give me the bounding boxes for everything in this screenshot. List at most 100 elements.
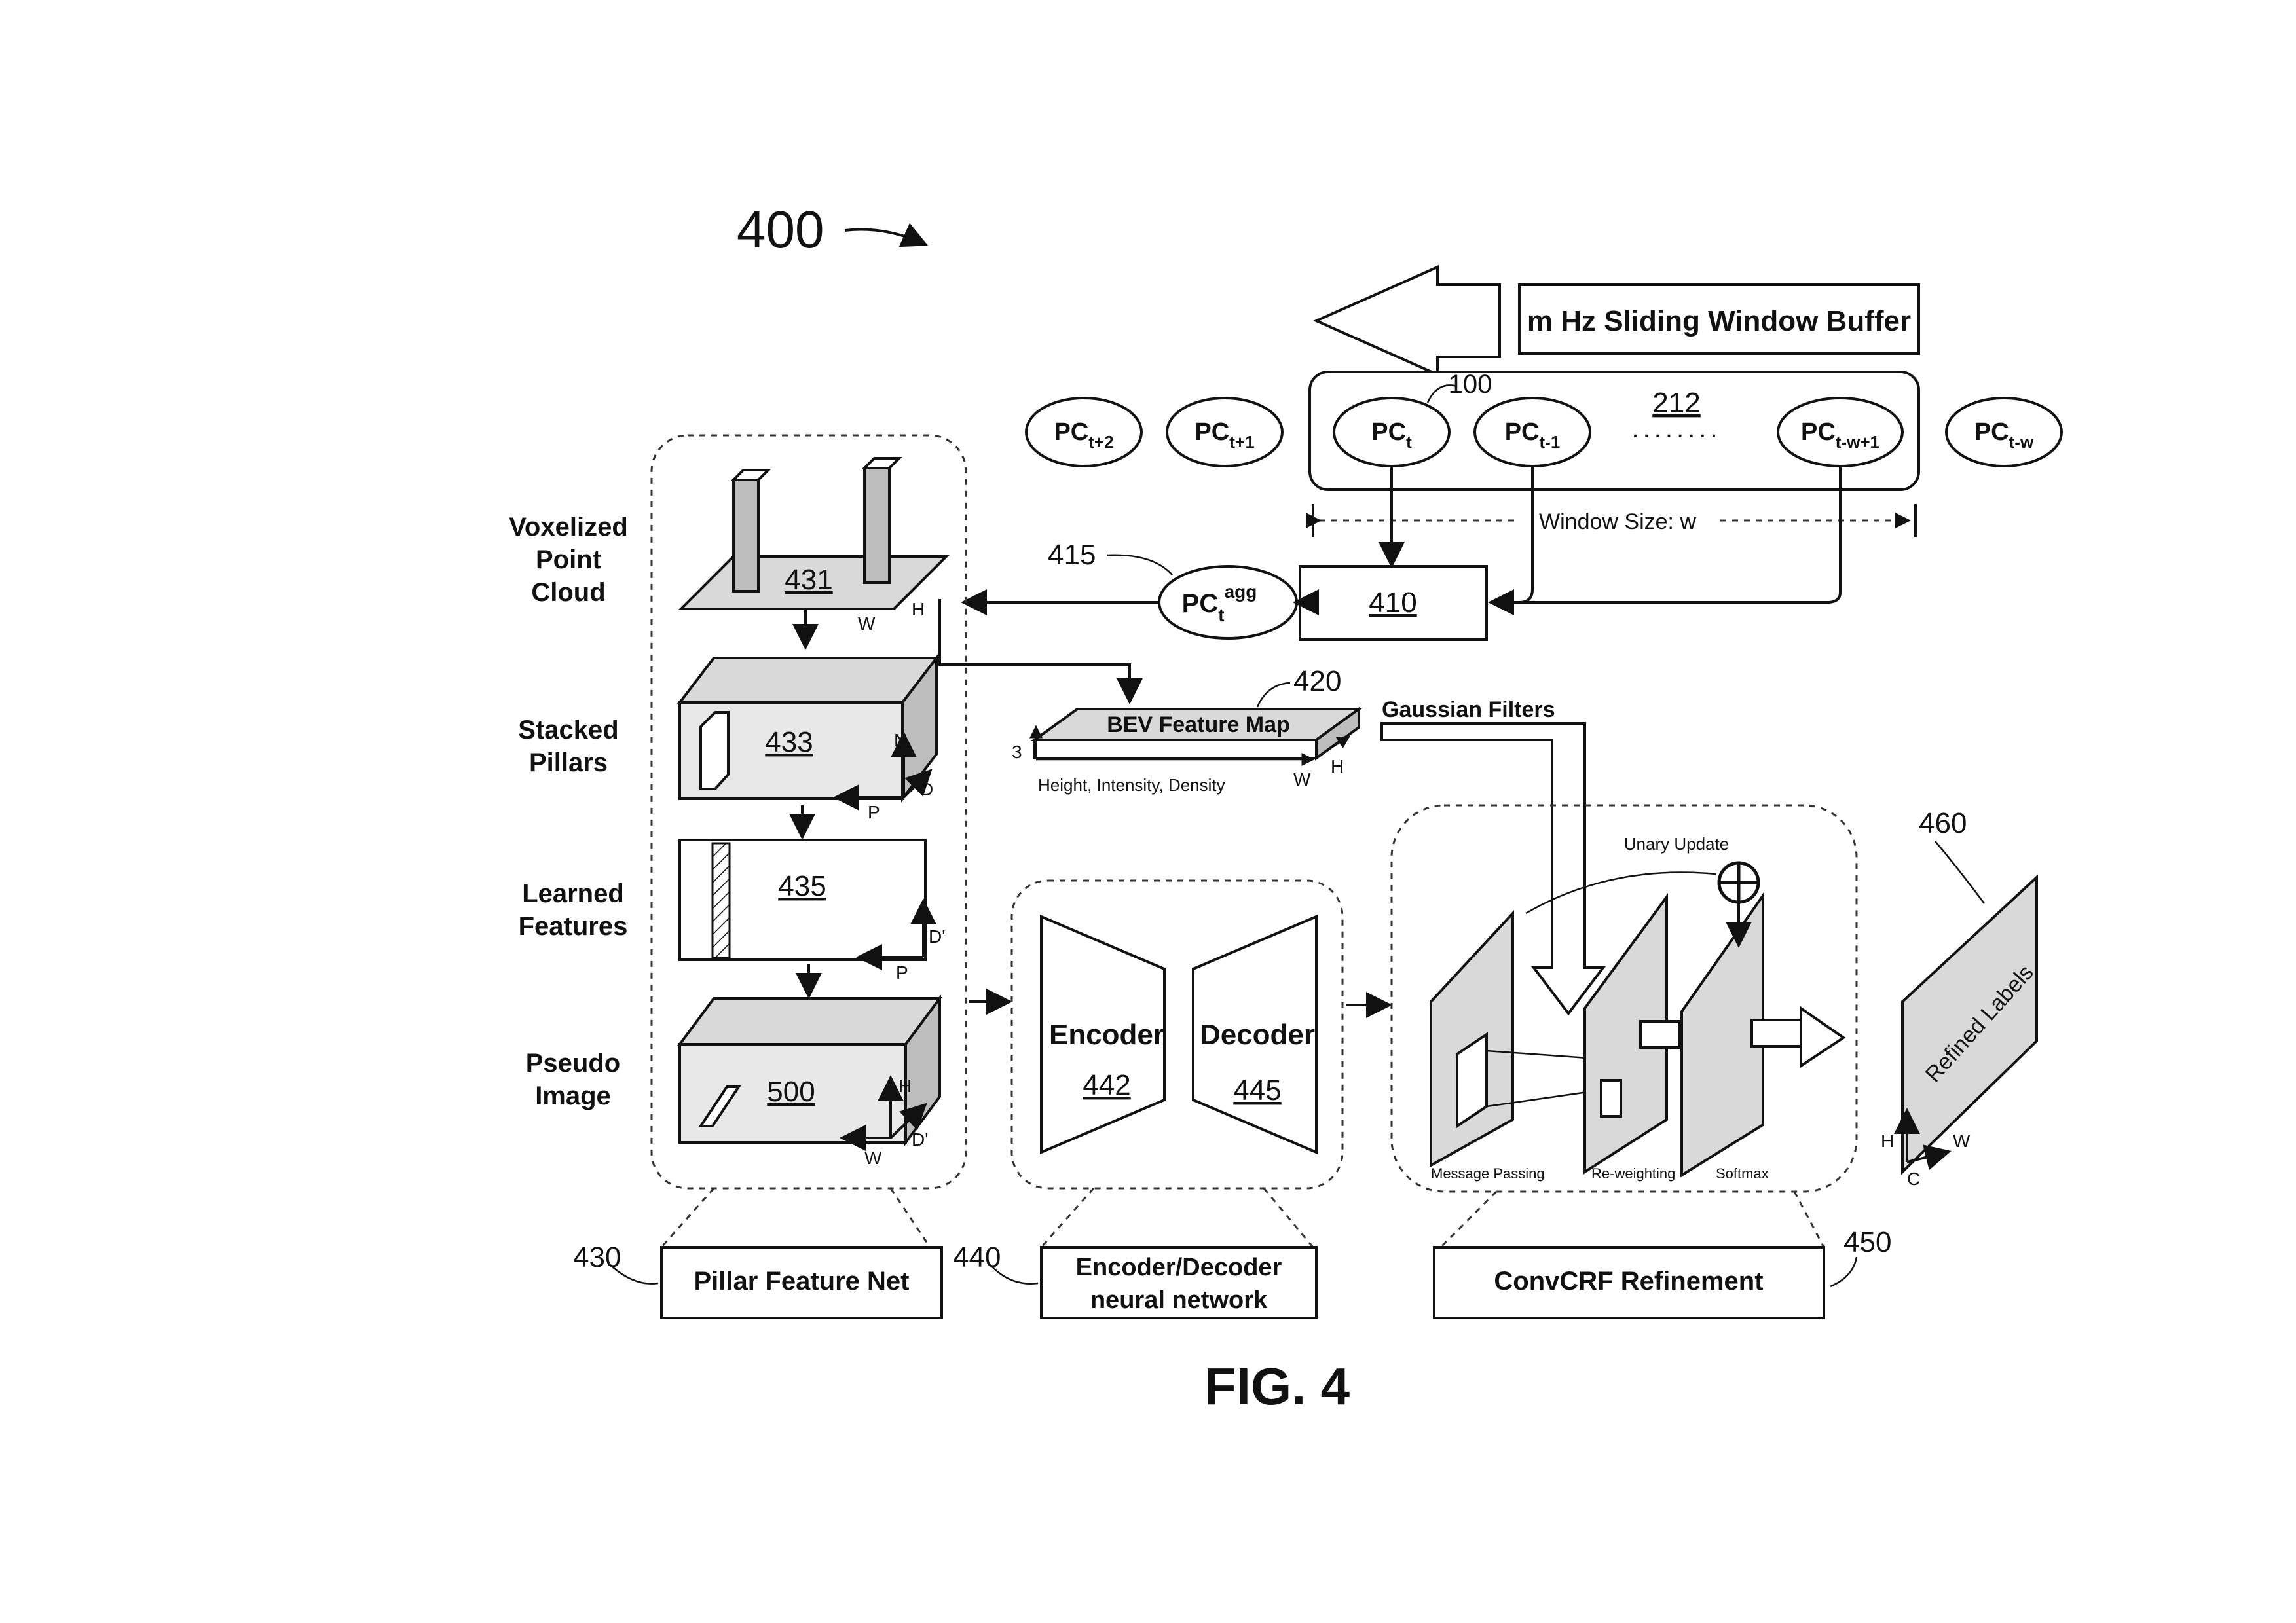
pc-ellipse: PCt	[1333, 397, 1451, 467]
pseudo-axis-d	[889, 1103, 927, 1139]
encoder-ref: 442	[1083, 1069, 1130, 1101]
bev-label: BEV Feature Map	[1107, 712, 1290, 737]
pillar-net-box	[660, 1246, 943, 1319]
axis-label: W	[1953, 1131, 1971, 1151]
arrow-to-bev	[938, 599, 1143, 704]
aggregator-ref: 410	[1369, 587, 1416, 619]
crf-connector-2	[1750, 1019, 1805, 1048]
window-buffer-box	[1308, 371, 1920, 491]
crf-connector	[1639, 1020, 1681, 1049]
pc-ellipse: PCt-w	[1945, 397, 2063, 467]
encoder-label: Encoder	[1049, 1019, 1164, 1051]
bev-side-face	[1315, 706, 1360, 761]
pillar-net-region	[650, 434, 967, 1190]
figure-ref: 400	[737, 200, 824, 259]
pseudo-front-face	[678, 1043, 907, 1144]
voxel-pillar	[732, 479, 760, 593]
pc-ref: 100	[1449, 370, 1492, 399]
encdec-ref-leader	[991, 1266, 1039, 1285]
pc-ellipse: PCt-w+1	[1777, 397, 1904, 467]
stage-ref: 433	[765, 726, 813, 758]
stacked-top-face	[676, 657, 940, 704]
decoder-shape	[1192, 914, 1318, 1155]
pc-ellipse: PCt-1	[1473, 397, 1591, 467]
buffer-title: m Hz Sliding Window Buffer	[1527, 305, 1911, 337]
bev-ref-leader	[1256, 682, 1291, 708]
aggregated-pc-ellipse	[1158, 565, 1298, 640]
pseudo-pillar-icon	[698, 1085, 741, 1127]
figure-ref-arrow	[844, 223, 929, 247]
crf-step-label: Softmax	[1716, 1165, 1769, 1182]
bev-axis-w-label: W	[1293, 769, 1311, 790]
pillar-net-name: Pillar Feature Net	[694, 1267, 909, 1296]
crf-step-label: Message Passing	[1431, 1165, 1545, 1182]
pc-ellipse: PCt+2	[1025, 397, 1143, 467]
stage-ref: 500	[767, 1076, 815, 1108]
svg-text:PCt+1: PCt+1	[1194, 418, 1254, 452]
arrow-pc-last-to-aggregator	[1494, 466, 1842, 604]
pc-ref-leader	[1426, 384, 1458, 403]
axis-label: C	[1907, 1169, 1920, 1189]
bev-axis-h-label: H	[1331, 756, 1344, 776]
crf-panel-message-passing	[1430, 909, 1514, 1168]
svg-text:PCt-w: PCt-w	[1974, 418, 2034, 452]
crf-output-arrow	[1800, 1006, 1846, 1068]
stacked-axis-d	[902, 769, 933, 799]
aggregated-ref-leader	[1106, 554, 1173, 575]
encoder-shape	[1040, 914, 1166, 1155]
output-ref-leader	[1935, 841, 1985, 904]
buffer-dots: ........	[1632, 414, 1722, 443]
bev-sublabel: Height, Intensity, Density	[1038, 775, 1225, 795]
aggregated-ref: 415	[1048, 539, 1096, 571]
gaussian-label: Gaussian Filters	[1382, 697, 1555, 722]
axis-label: D'	[929, 926, 946, 947]
voxel-pillar	[863, 467, 891, 584]
voxel-pillar-top	[861, 457, 902, 469]
bev-channels: 3	[1012, 742, 1022, 762]
crf-box	[1433, 1246, 1825, 1319]
output-axis-w	[1906, 1144, 1952, 1171]
window-size-label: Window Size: w	[1539, 509, 1696, 534]
axis-label: H	[1881, 1131, 1894, 1151]
bev-ref: 420	[1293, 665, 1341, 697]
axis-label: H	[898, 1076, 912, 1096]
crf-step-label: Re-weighting	[1591, 1165, 1675, 1182]
window-size-label-bg	[1519, 504, 1716, 537]
axis-label: N	[894, 730, 907, 750]
encdec-box	[1040, 1246, 1318, 1319]
crf-ref: 450	[1843, 1226, 1891, 1258]
crf-unary-label: Unary Update	[1624, 834, 1729, 854]
bev-front-face	[1033, 739, 1318, 759]
axis-label: P	[868, 802, 880, 822]
svg-text:PCt+2: PCt+2	[1054, 418, 1113, 452]
voxel-pillar-top	[730, 469, 771, 481]
crf-reweight-kernel	[1600, 1079, 1622, 1118]
output-ref: 460	[1919, 807, 1967, 839]
axis-label: W	[858, 613, 876, 634]
axis-label: W	[864, 1148, 882, 1168]
buffer-ref: 212	[1652, 387, 1700, 419]
svg-text:PCt-w+1: PCt-w+1	[1801, 418, 1879, 452]
buffer-title-box	[1518, 283, 1920, 355]
encdec-region	[1010, 879, 1344, 1190]
encdec-callout-lines	[1040, 1188, 1314, 1248]
axis-label: H	[912, 599, 925, 619]
crf-ref-leader	[1830, 1256, 1858, 1288]
crf-region	[1390, 804, 1858, 1193]
gaussian-filter-arrow	[1380, 722, 1606, 1016]
svg-text:PCt: PCt	[1371, 418, 1412, 452]
pillar-net-ref-leader	[612, 1266, 659, 1285]
learned-feature-column	[711, 842, 731, 959]
aggregated-pc-label: PCtagg	[1182, 581, 1257, 625]
svg-text:PCt-1: PCt-1	[1505, 418, 1561, 452]
decoder-label: Decoder	[1200, 1019, 1315, 1051]
axis-label: D'	[912, 1129, 929, 1150]
stage-ref: 431	[785, 564, 832, 596]
aggregator-box	[1299, 565, 1488, 641]
crf-name: ConvCRF Refinement	[1494, 1267, 1763, 1296]
